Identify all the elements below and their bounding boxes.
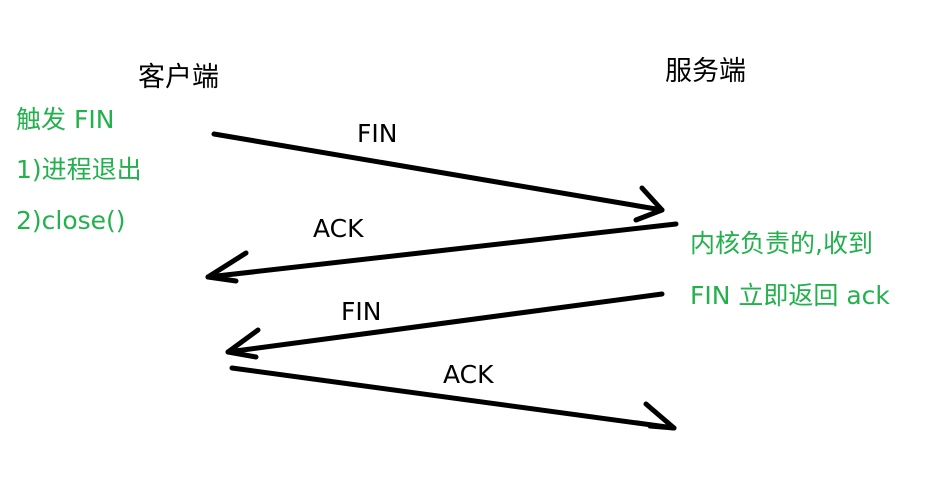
arrow-fin-2-head [225, 327, 261, 360]
message-label-ack-1: ACK [313, 214, 364, 243]
message-label-fin-1: FIN [357, 119, 398, 148]
arrow-ack-2-shaft [229, 365, 677, 431]
server-note-line2: FIN 立即返回 ack [690, 281, 890, 310]
arrow-ack-2 [229, 365, 677, 431]
arrow-fin-1-shaft [211, 131, 665, 213]
arrow-ack-1 [205, 221, 679, 284]
client-note-close-call: 2)close() [16, 206, 126, 235]
arrow-ack-1-shaft [205, 221, 679, 280]
server-note-line1: 内核负责的,收到 [690, 229, 873, 258]
message-label-ack-2: ACK [443, 360, 494, 389]
message-label-fin-2: FIN [341, 297, 382, 326]
arrow-ack-2-head [643, 401, 677, 431]
client-title: 客户端 [138, 62, 219, 93]
arrow-fin-1 [211, 131, 665, 223]
arrow-fin-1-head [633, 185, 665, 223]
arrow-fin-2 [225, 291, 665, 360]
arrow-ack-1-head [205, 250, 249, 284]
arrow-fin-2-shaft [225, 291, 665, 355]
client-note-process-exit: 1)进程退出 [16, 155, 142, 184]
client-trigger-note: 触发 FIN [16, 105, 115, 134]
server-title: 服务端 [665, 56, 746, 87]
